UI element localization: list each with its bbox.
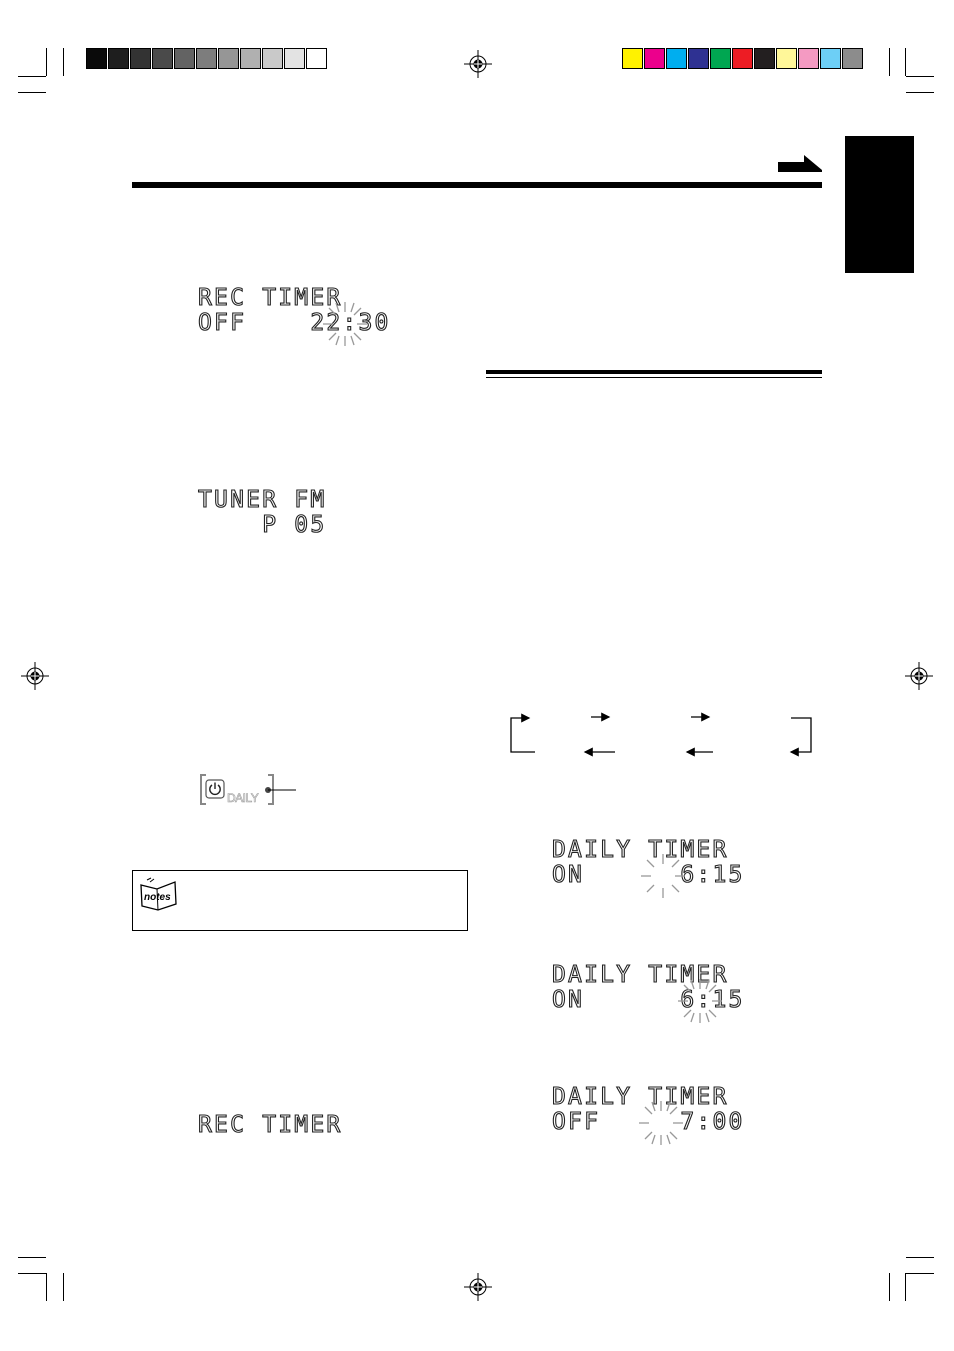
daily-label: DAILY: [227, 791, 259, 806]
registration-mark-right: [905, 662, 933, 690]
gray-swatch: [130, 48, 151, 69]
registration-mark-bottom: [464, 1273, 492, 1301]
daily-bracket: [200, 774, 296, 805]
blink-starburst-icon: [641, 854, 685, 898]
gray-swatch: [284, 48, 305, 69]
registration-mark-top: [464, 50, 492, 78]
gray-swatch: [262, 48, 283, 69]
color-swatch: [842, 48, 863, 69]
gray-swatch: [174, 48, 195, 69]
lcd-line-1: DAILY TIMER: [551, 1084, 729, 1110]
gray-swatch: [240, 48, 261, 69]
color-swatch: [710, 48, 731, 69]
gray-swatch: [152, 48, 173, 69]
lcd-line-1: DAILY TIMER: [551, 962, 729, 988]
color-swatch: [644, 48, 665, 69]
color-swatch: [820, 48, 841, 69]
cycle-diagram: [510, 712, 812, 757]
color-swatch: [754, 48, 775, 69]
lcd-line-1: DAILY TIMER: [551, 837, 729, 863]
blink-starburst-icon: [323, 302, 367, 346]
color-swatch: [798, 48, 819, 69]
lcd-line-1: TUNER FM: [197, 487, 327, 513]
lcd-line-2: OFF 22:30: [197, 310, 391, 336]
gray-swatch: [218, 48, 239, 69]
color-swatch: [666, 48, 687, 69]
blink-starburst-icon: [678, 979, 722, 1023]
right-arrow-icon: [778, 155, 822, 172]
lcd-line-1: REC TIMER: [197, 285, 343, 311]
blink-starburst-icon: [639, 1101, 683, 1145]
gray-swatch: [196, 48, 217, 69]
lcd-line-2: OFF 7:00: [551, 1109, 745, 1135]
notes-icon-label: notes: [144, 892, 171, 903]
lcd-line-2: ON 6:15: [551, 862, 745, 888]
registration-mark-left: [21, 662, 49, 690]
color-swatch: [688, 48, 709, 69]
header-rule: [132, 182, 822, 188]
language-tab: [845, 136, 914, 273]
gray-swatch: [306, 48, 327, 69]
notes-box: notes: [132, 870, 468, 931]
lcd-line-2: P 05: [198, 512, 327, 538]
color-swatch: [776, 48, 797, 69]
power-icon: [205, 779, 225, 799]
gray-swatch: [86, 48, 107, 69]
color-swatch: [732, 48, 753, 69]
section-rule: [486, 370, 822, 374]
notes-book-icon: [140, 877, 177, 911]
color-swatch: [622, 48, 643, 69]
section-rule-thin: [486, 377, 822, 378]
gray-swatch: [108, 48, 129, 69]
lcd-line-1: REC TIMER: [197, 1112, 343, 1138]
